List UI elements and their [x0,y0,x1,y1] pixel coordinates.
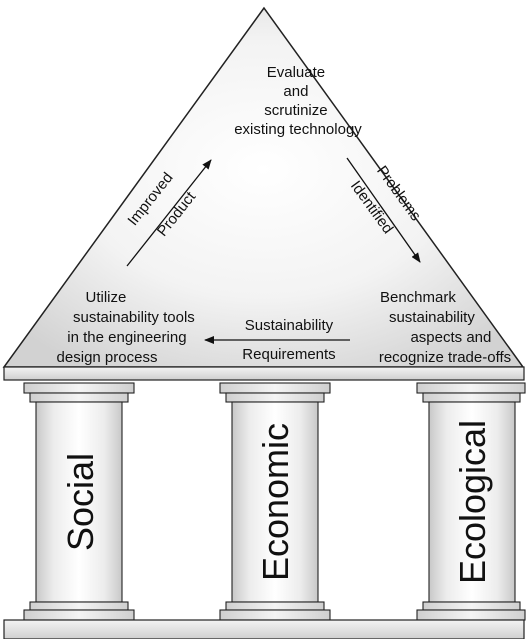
improved-product-arrow [126,159,212,267]
pillar-label-social: Social [60,453,101,551]
problems-identified-arrow [346,157,421,263]
roof-top-line: and [283,83,308,100]
roof-top-line: Evaluate [267,64,325,81]
roof-right-text: Benchmark sustainability aspects and rec… [379,289,511,366]
pillar-label-economic: Economic [255,423,296,581]
roof-right-line: sustainability [389,309,475,326]
foundation [3,619,525,639]
pillar-economic: Economic [219,382,331,621]
roof-right-line: recognize trade-offs [379,349,511,366]
roof-left-line: in the engineering [67,329,186,346]
roof-right-line: aspects and [410,329,491,346]
sustainability-label: Sustainability [245,317,334,334]
roof-left-text: Utilize sustainability tools in the engi… [57,289,199,366]
requirements-label: Requirements [242,346,335,363]
roof-top-line: scrutinize [264,102,327,119]
roof-left-line: Utilize [85,289,126,306]
roof-left-line: sustainability tools [73,309,195,326]
roof-top-line: existing technology [234,121,362,138]
pillar-social: Social [23,382,135,621]
pillar-label-ecological: Ecological [452,420,493,584]
roof-right-line: Benchmark [380,289,456,306]
roof-beam [3,366,525,381]
pillar-ecological: Ecological [416,382,526,621]
roof-left-line: design process [57,349,158,366]
roof-top-text: Evaluate and scrutinize existing technol… [234,64,362,138]
